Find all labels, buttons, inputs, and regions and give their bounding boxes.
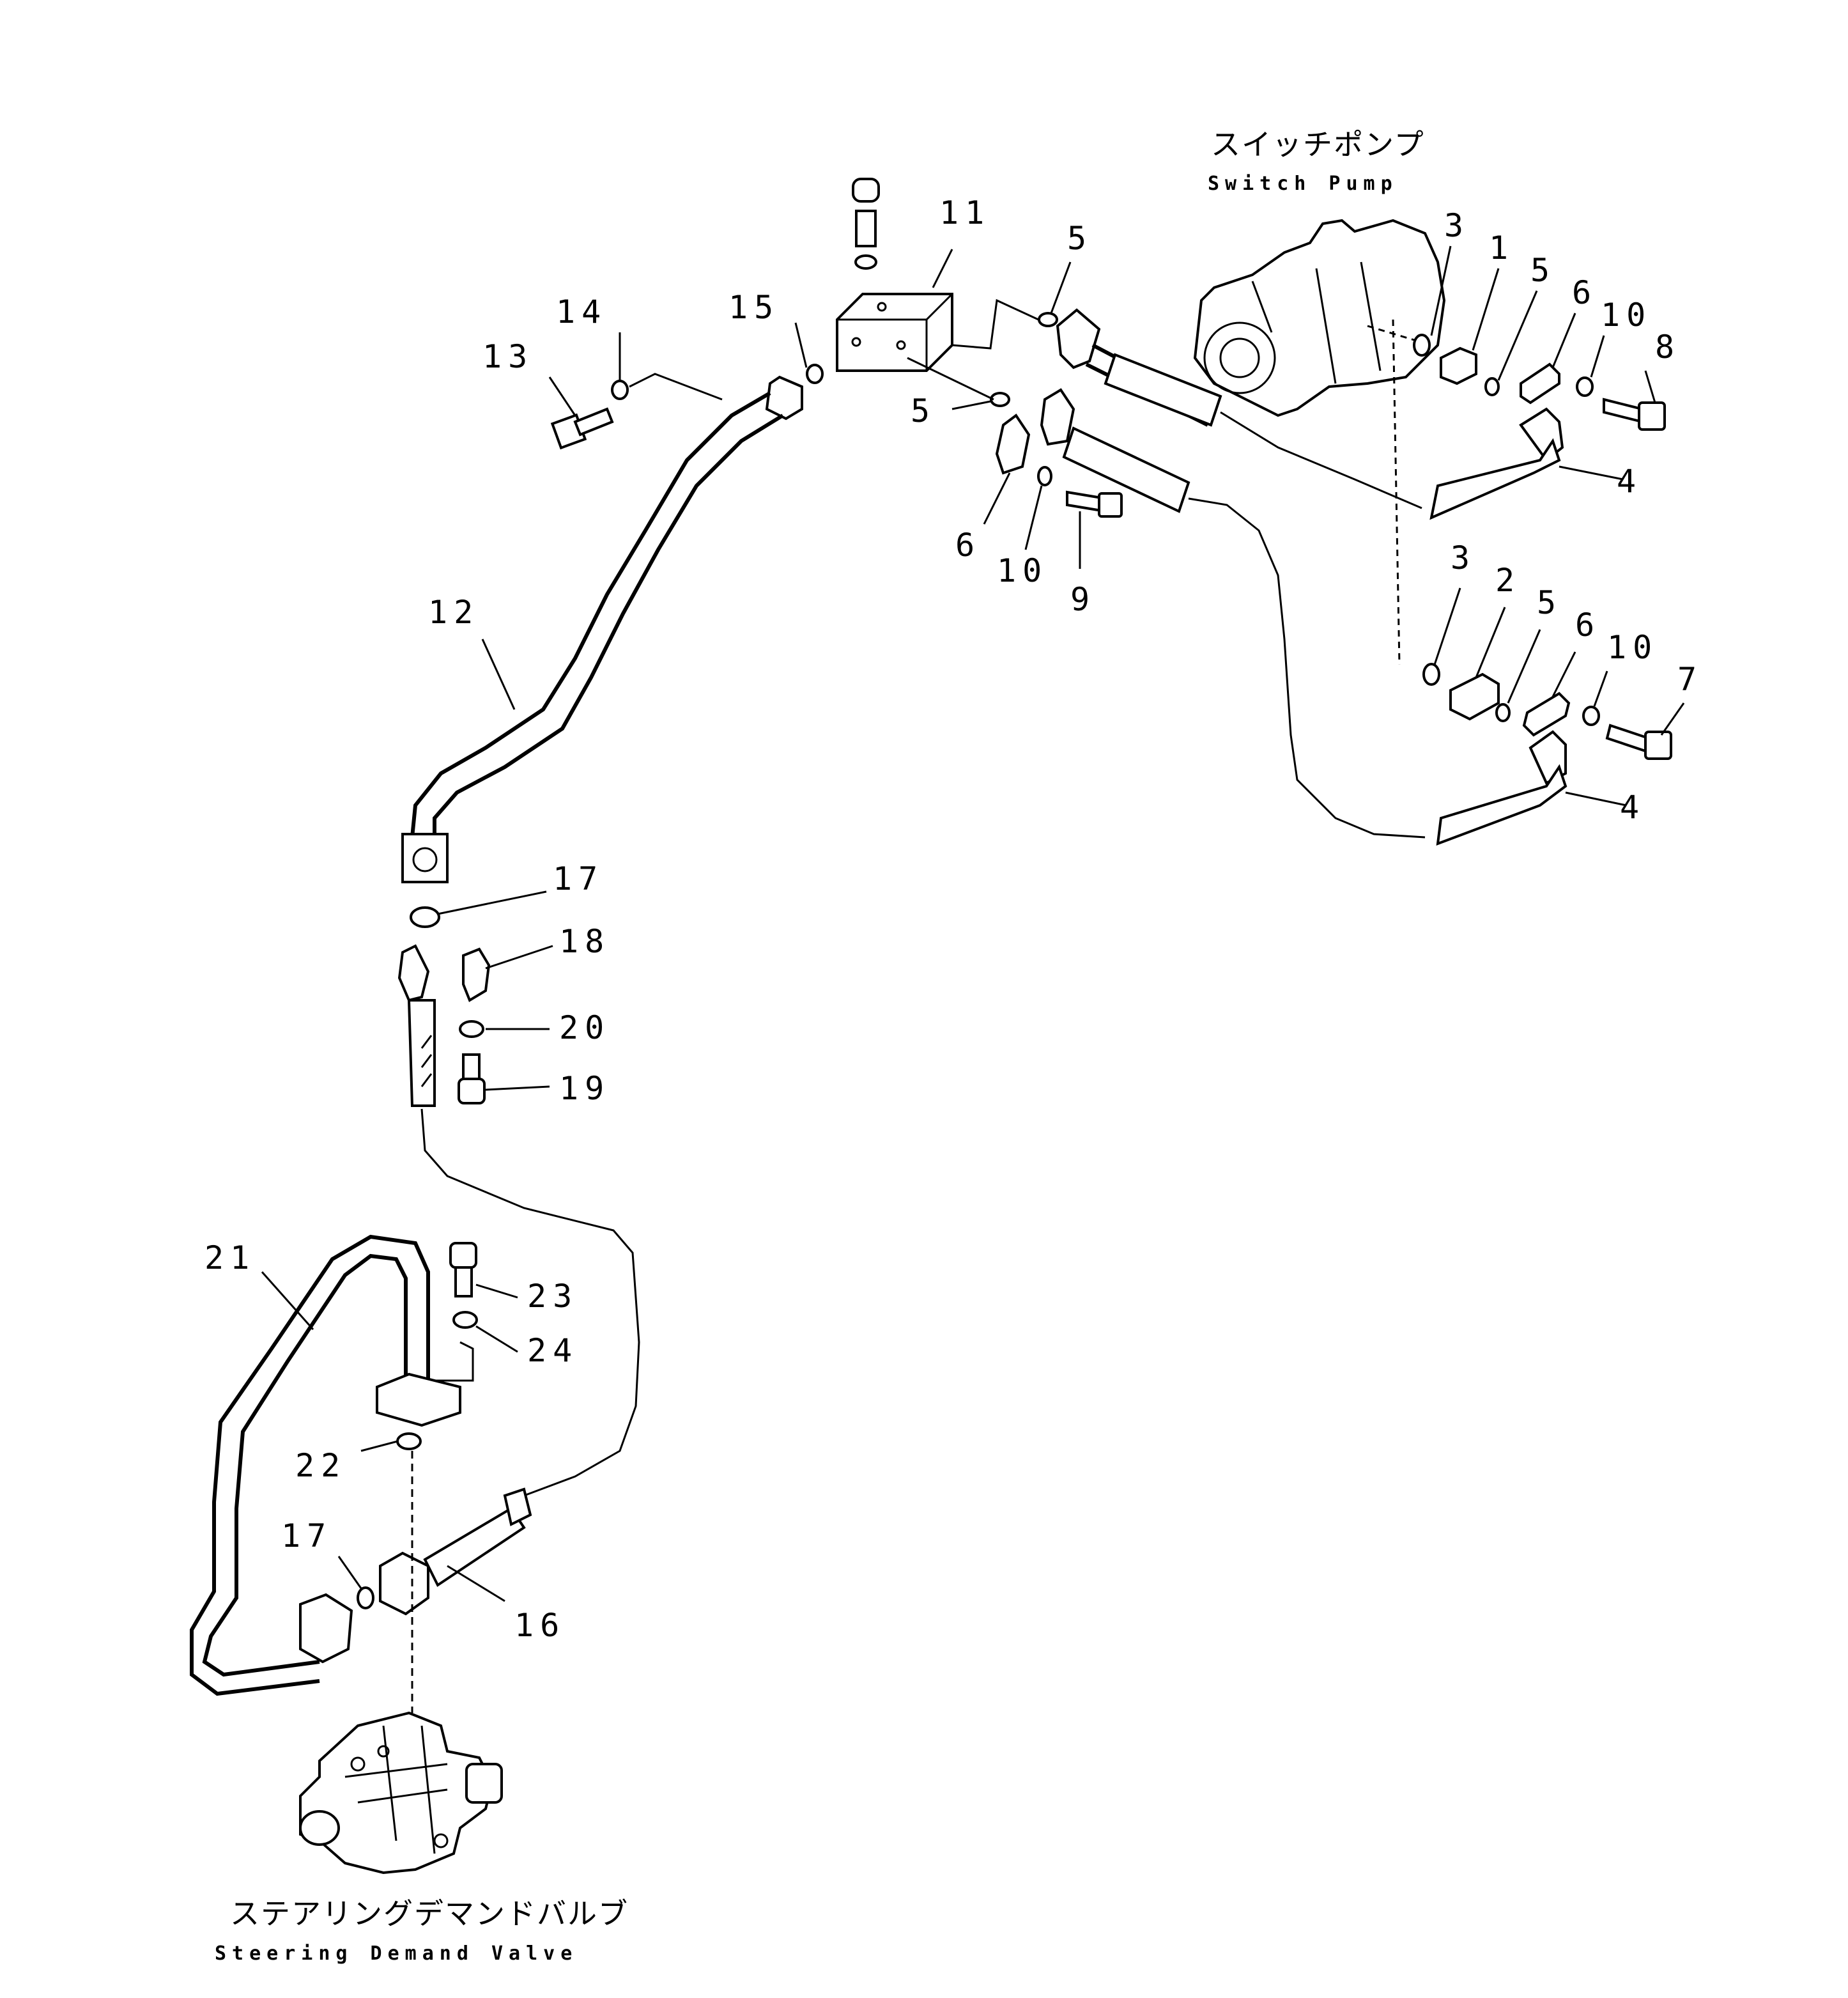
callout-24: 24 [527, 1332, 578, 1369]
bolt-9 [1066, 490, 1123, 518]
tube-12 [401, 375, 803, 883]
hose-upper [1056, 308, 1422, 509]
callout-3-lower: 3 [1451, 539, 1476, 577]
bolt-23 [449, 1242, 477, 1297]
o-ring-5-right-lower [1495, 703, 1511, 722]
bolt-19 [458, 1053, 486, 1104]
callout-3-upper: 3 [1444, 207, 1470, 244]
washer-20 [459, 1020, 484, 1038]
callout-numbers: 11 5 3 1 5 6 10 8 14 15 13 5 4 6 10 9 12… [204, 194, 1703, 1644]
callout-10-mid: 10 [997, 552, 1048, 589]
callout-19: 19 [559, 1070, 610, 1107]
o-ring-3-upper [1413, 334, 1431, 357]
callout-6-upper: 6 [1572, 274, 1598, 311]
washer-14 [611, 380, 629, 400]
split-flange-6-upper [1520, 362, 1560, 405]
callout-5-upper: 5 [1067, 220, 1093, 257]
callout-21: 21 [204, 1239, 256, 1276]
leader-lines [261, 245, 1685, 1602]
o-ring-17-lower [357, 1586, 374, 1609]
o-ring-22 [396, 1432, 422, 1450]
washer-10-mid [1037, 466, 1052, 486]
callout-10-upper: 10 [1601, 297, 1652, 334]
callout-9: 9 [1070, 581, 1096, 618]
bolt-7 [1605, 724, 1672, 760]
callout-17-upper: 17 [553, 860, 604, 897]
bolt-13 [550, 407, 614, 450]
hose-4-upper [1429, 407, 1564, 520]
split-flange-6-lower [1522, 692, 1571, 737]
o-ring-5-upper [1038, 312, 1058, 327]
bolt-8 [1603, 398, 1666, 431]
callout-22: 22 [295, 1447, 346, 1484]
steering-demand-valve [299, 1711, 503, 1875]
callout-8: 8 [1655, 329, 1681, 366]
switch-pump-caption-jp: スイッチポンプ [1211, 127, 1425, 162]
hose-4-lower [1436, 730, 1567, 846]
o-ring-15 [806, 364, 824, 384]
callout-12: 12 [428, 594, 479, 631]
steering-valve-caption-en: Steering Demand Valve [215, 1942, 578, 1965]
junction-block [836, 293, 953, 372]
callout-16: 16 [514, 1607, 566, 1644]
callout-14: 14 [556, 293, 607, 330]
callout-1: 1 [1489, 229, 1514, 267]
callout-13: 13 [482, 338, 534, 375]
switch-pump [1193, 219, 1446, 417]
callout-5-lower: 5 [911, 392, 936, 430]
callout-15: 15 [728, 289, 780, 326]
callout-23: 23 [527, 1278, 578, 1315]
steering-valve-caption-jp: ステアリングデマンドバルブ [230, 1896, 629, 1931]
callout-6-mid: 6 [955, 527, 981, 564]
callout-10-lower: 10 [1607, 629, 1658, 666]
callout-6-lower: 6 [1575, 607, 1601, 644]
hose-lower [1040, 388, 1426, 839]
washer-10-upper [1576, 376, 1594, 397]
callout-5-right-upper: 5 [1530, 252, 1556, 289]
split-flange-6-mid [995, 414, 1031, 475]
callout-4-lower: 4 [1620, 789, 1645, 826]
block-plug [852, 178, 880, 270]
o-ring-5-lower [990, 392, 1010, 407]
callout-17-lower: 17 [281, 1517, 332, 1554]
callout-4-upper: 4 [1617, 463, 1642, 500]
callout-20: 20 [559, 1009, 610, 1046]
o-ring-17-upper [410, 906, 440, 928]
flange-1 [1440, 346, 1477, 385]
washer-10-lower [1582, 706, 1600, 726]
callout-5-right-lower: 5 [1537, 584, 1562, 621]
callout-2: 2 [1495, 562, 1521, 599]
hose-16-upper-end [397, 944, 436, 1107]
washer-24 [452, 1311, 478, 1329]
tube-21 [190, 1234, 461, 1696]
flange-2 [1449, 672, 1500, 721]
hose-16-lower-end [379, 1487, 532, 1616]
o-ring-3-lower [1422, 663, 1440, 686]
o-ring-5-right-upper [1484, 377, 1500, 396]
split-flange-18 [462, 947, 491, 1002]
callout-7: 7 [1677, 661, 1703, 698]
callout-18: 18 [559, 923, 610, 960]
callout-11: 11 [939, 194, 990, 231]
switch-pump-caption-en: Switch Pump [1208, 173, 1398, 195]
